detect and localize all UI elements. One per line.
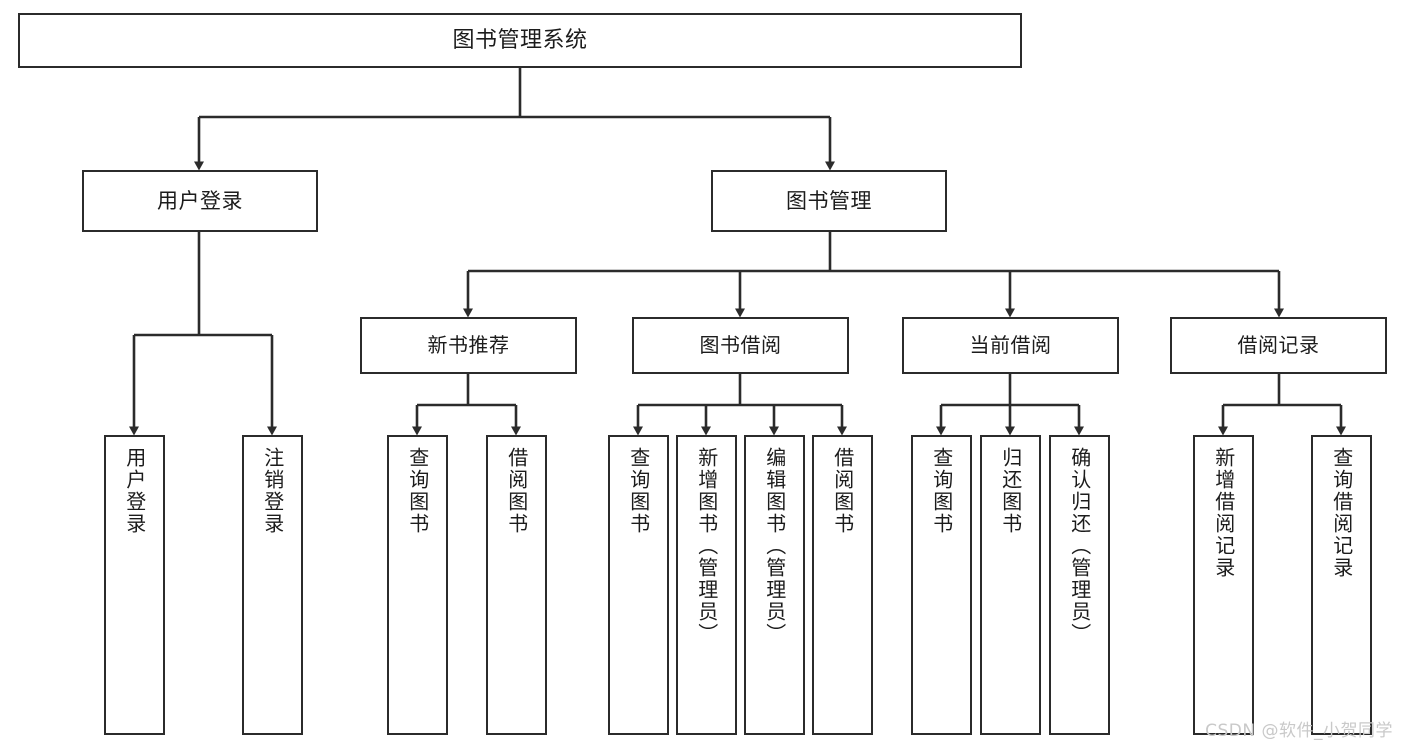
node-leaf-return-book[interactable]: 归还图书	[980, 435, 1041, 735]
node-leaf-logout[interactable]: 注销登录	[242, 435, 303, 735]
node-leaf-edit-book[interactable]: 编辑图书（管理员）	[744, 435, 805, 735]
node-new-book-rec-label: 新书推荐	[427, 332, 510, 357]
node-leaf-confirm-return-label: 确认归还（管理员）	[1067, 447, 1092, 645]
node-leaf-add-record[interactable]: 新增借阅记录	[1193, 435, 1254, 735]
node-leaf-add-record-label: 新增借阅记录	[1211, 447, 1236, 579]
watermark: CSDN @软件_小贺同学	[1205, 721, 1393, 741]
node-leaf-borrow-book-1-label: 借阅图书	[504, 447, 529, 535]
node-leaf-query-book-3[interactable]: 查询图书	[911, 435, 972, 735]
node-new-book-rec[interactable]: 新书推荐	[360, 317, 577, 374]
node-leaf-user-login-label: 用户登录	[122, 447, 147, 535]
node-current-borrow-label: 当前借阅	[969, 332, 1052, 357]
node-leaf-query-book-2-label: 查询图书	[626, 447, 651, 535]
node-leaf-return-book-label: 归还图书	[998, 447, 1023, 535]
node-leaf-query-book-2[interactable]: 查询图书	[608, 435, 669, 735]
node-book-borrow[interactable]: 图书借阅	[632, 317, 849, 374]
node-leaf-edit-book-label: 编辑图书（管理员）	[762, 447, 787, 645]
node-leaf-logout-label: 注销登录	[260, 447, 285, 535]
node-book-manage-label: 图书管理	[786, 188, 872, 213]
node-user-login-label: 用户登录	[157, 188, 243, 213]
node-root[interactable]: 图书管理系统	[18, 13, 1022, 68]
node-leaf-query-book-1[interactable]: 查询图书	[387, 435, 448, 735]
node-leaf-query-record[interactable]: 查询借阅记录	[1311, 435, 1372, 735]
node-book-manage[interactable]: 图书管理	[711, 170, 947, 232]
node-root-label: 图书管理系统	[452, 27, 588, 53]
node-leaf-query-book-3-label: 查询图书	[929, 447, 954, 535]
node-leaf-query-book-1-label: 查询图书	[405, 447, 430, 535]
node-leaf-borrow-book-2-label: 借阅图书	[830, 447, 855, 535]
node-leaf-add-book-label: 新增图书（管理员）	[694, 447, 719, 645]
node-borrow-record-label: 借阅记录	[1237, 332, 1320, 357]
node-leaf-confirm-return[interactable]: 确认归还（管理员）	[1049, 435, 1110, 735]
node-book-borrow-label: 图书借阅	[699, 332, 782, 357]
node-user-login[interactable]: 用户登录	[82, 170, 318, 232]
node-leaf-borrow-book-1[interactable]: 借阅图书	[486, 435, 547, 735]
node-leaf-borrow-book-2[interactable]: 借阅图书	[812, 435, 873, 735]
node-leaf-query-record-label: 查询借阅记录	[1329, 447, 1354, 579]
node-leaf-add-book[interactable]: 新增图书（管理员）	[676, 435, 737, 735]
node-borrow-record[interactable]: 借阅记录	[1170, 317, 1387, 374]
node-leaf-user-login[interactable]: 用户登录	[104, 435, 165, 735]
node-current-borrow[interactable]: 当前借阅	[902, 317, 1119, 374]
